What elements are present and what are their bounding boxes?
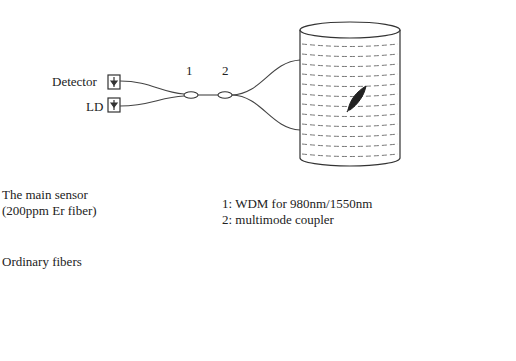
ld-label: LD xyxy=(86,99,103,115)
coil-winding xyxy=(302,64,398,67)
coil-winding xyxy=(302,144,398,147)
multimode-coupler xyxy=(218,92,232,98)
fiber-note: Ordinary fibers xyxy=(2,254,82,270)
callout-note: 2: multimode coupler xyxy=(222,212,334,228)
coil-winding xyxy=(302,84,398,87)
callout-number: 1 xyxy=(186,63,193,79)
coil-winding xyxy=(302,114,398,117)
coil-winding xyxy=(302,54,398,57)
coil-winding xyxy=(302,154,398,157)
detector-label: Detector xyxy=(52,74,97,90)
ordinary-fiber xyxy=(120,60,300,130)
callout-note: 1: WDM for 980nm/1550nm xyxy=(222,196,372,212)
laser-diode-symbol xyxy=(108,98,120,112)
coil-winding xyxy=(302,74,398,77)
detector-symbol xyxy=(108,75,120,89)
coil-winding xyxy=(302,44,398,47)
sensor-note: The main sensor (200ppm Er fiber) xyxy=(2,187,124,219)
wdm-coupler xyxy=(184,92,198,98)
fiber-coil-cylinder xyxy=(300,22,400,166)
coil-winding xyxy=(302,124,398,127)
callout-number: 2 xyxy=(222,63,229,79)
coil-winding xyxy=(302,134,398,137)
coil-winding xyxy=(302,94,398,97)
